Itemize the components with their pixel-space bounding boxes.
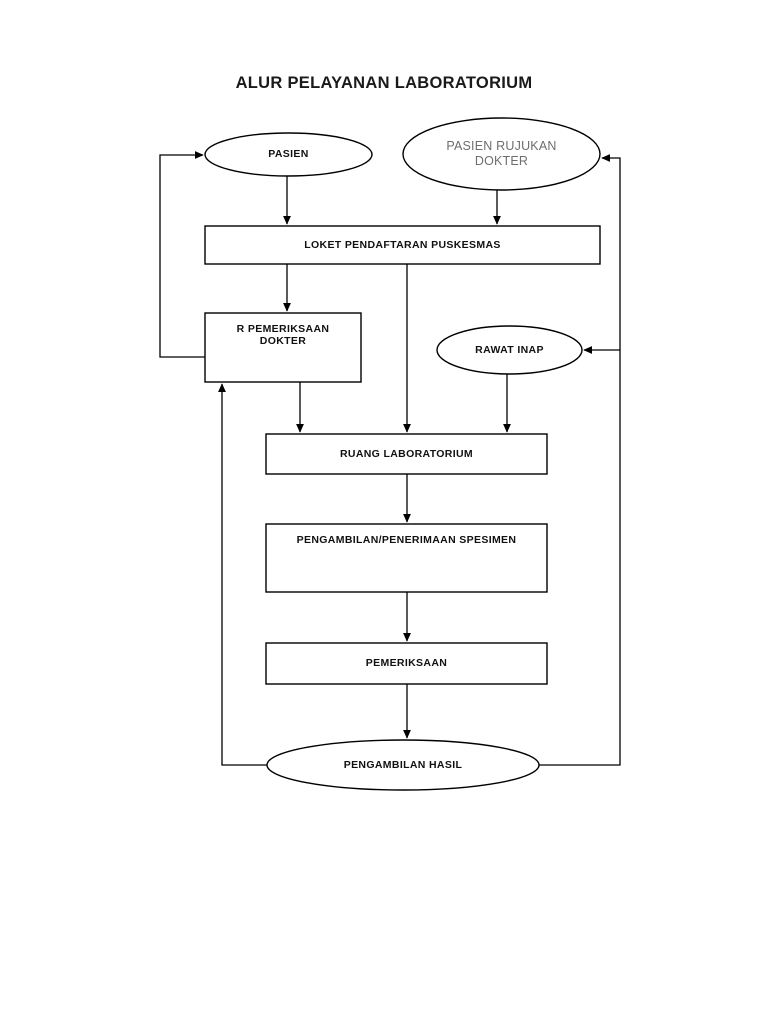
node-pemeriksaan[interactable] [265, 642, 548, 685]
flow-connector [159, 151, 205, 358]
nodes-layer [204, 117, 601, 791]
flow-connector [539, 346, 621, 766]
node-rawat_inap[interactable] [436, 325, 583, 375]
page-title: ALUR PELAYANAN LABORATORIUM [235, 74, 533, 92]
flow-connector [601, 154, 621, 350]
flow-connector [218, 383, 267, 766]
node-pengambilan_hasil[interactable] [266, 739, 540, 791]
edges-layer [159, 151, 621, 766]
node-ruang_laboratorium[interactable] [265, 433, 548, 475]
node-loket_pendaftaran[interactable] [204, 225, 601, 265]
node-pengambilan_spesimen[interactable] [265, 523, 548, 593]
node-r_pemeriksaan_dokter[interactable] [204, 312, 362, 383]
node-pasien[interactable] [204, 132, 373, 177]
node-pasien_rujukan_dokter[interactable] [402, 117, 601, 191]
